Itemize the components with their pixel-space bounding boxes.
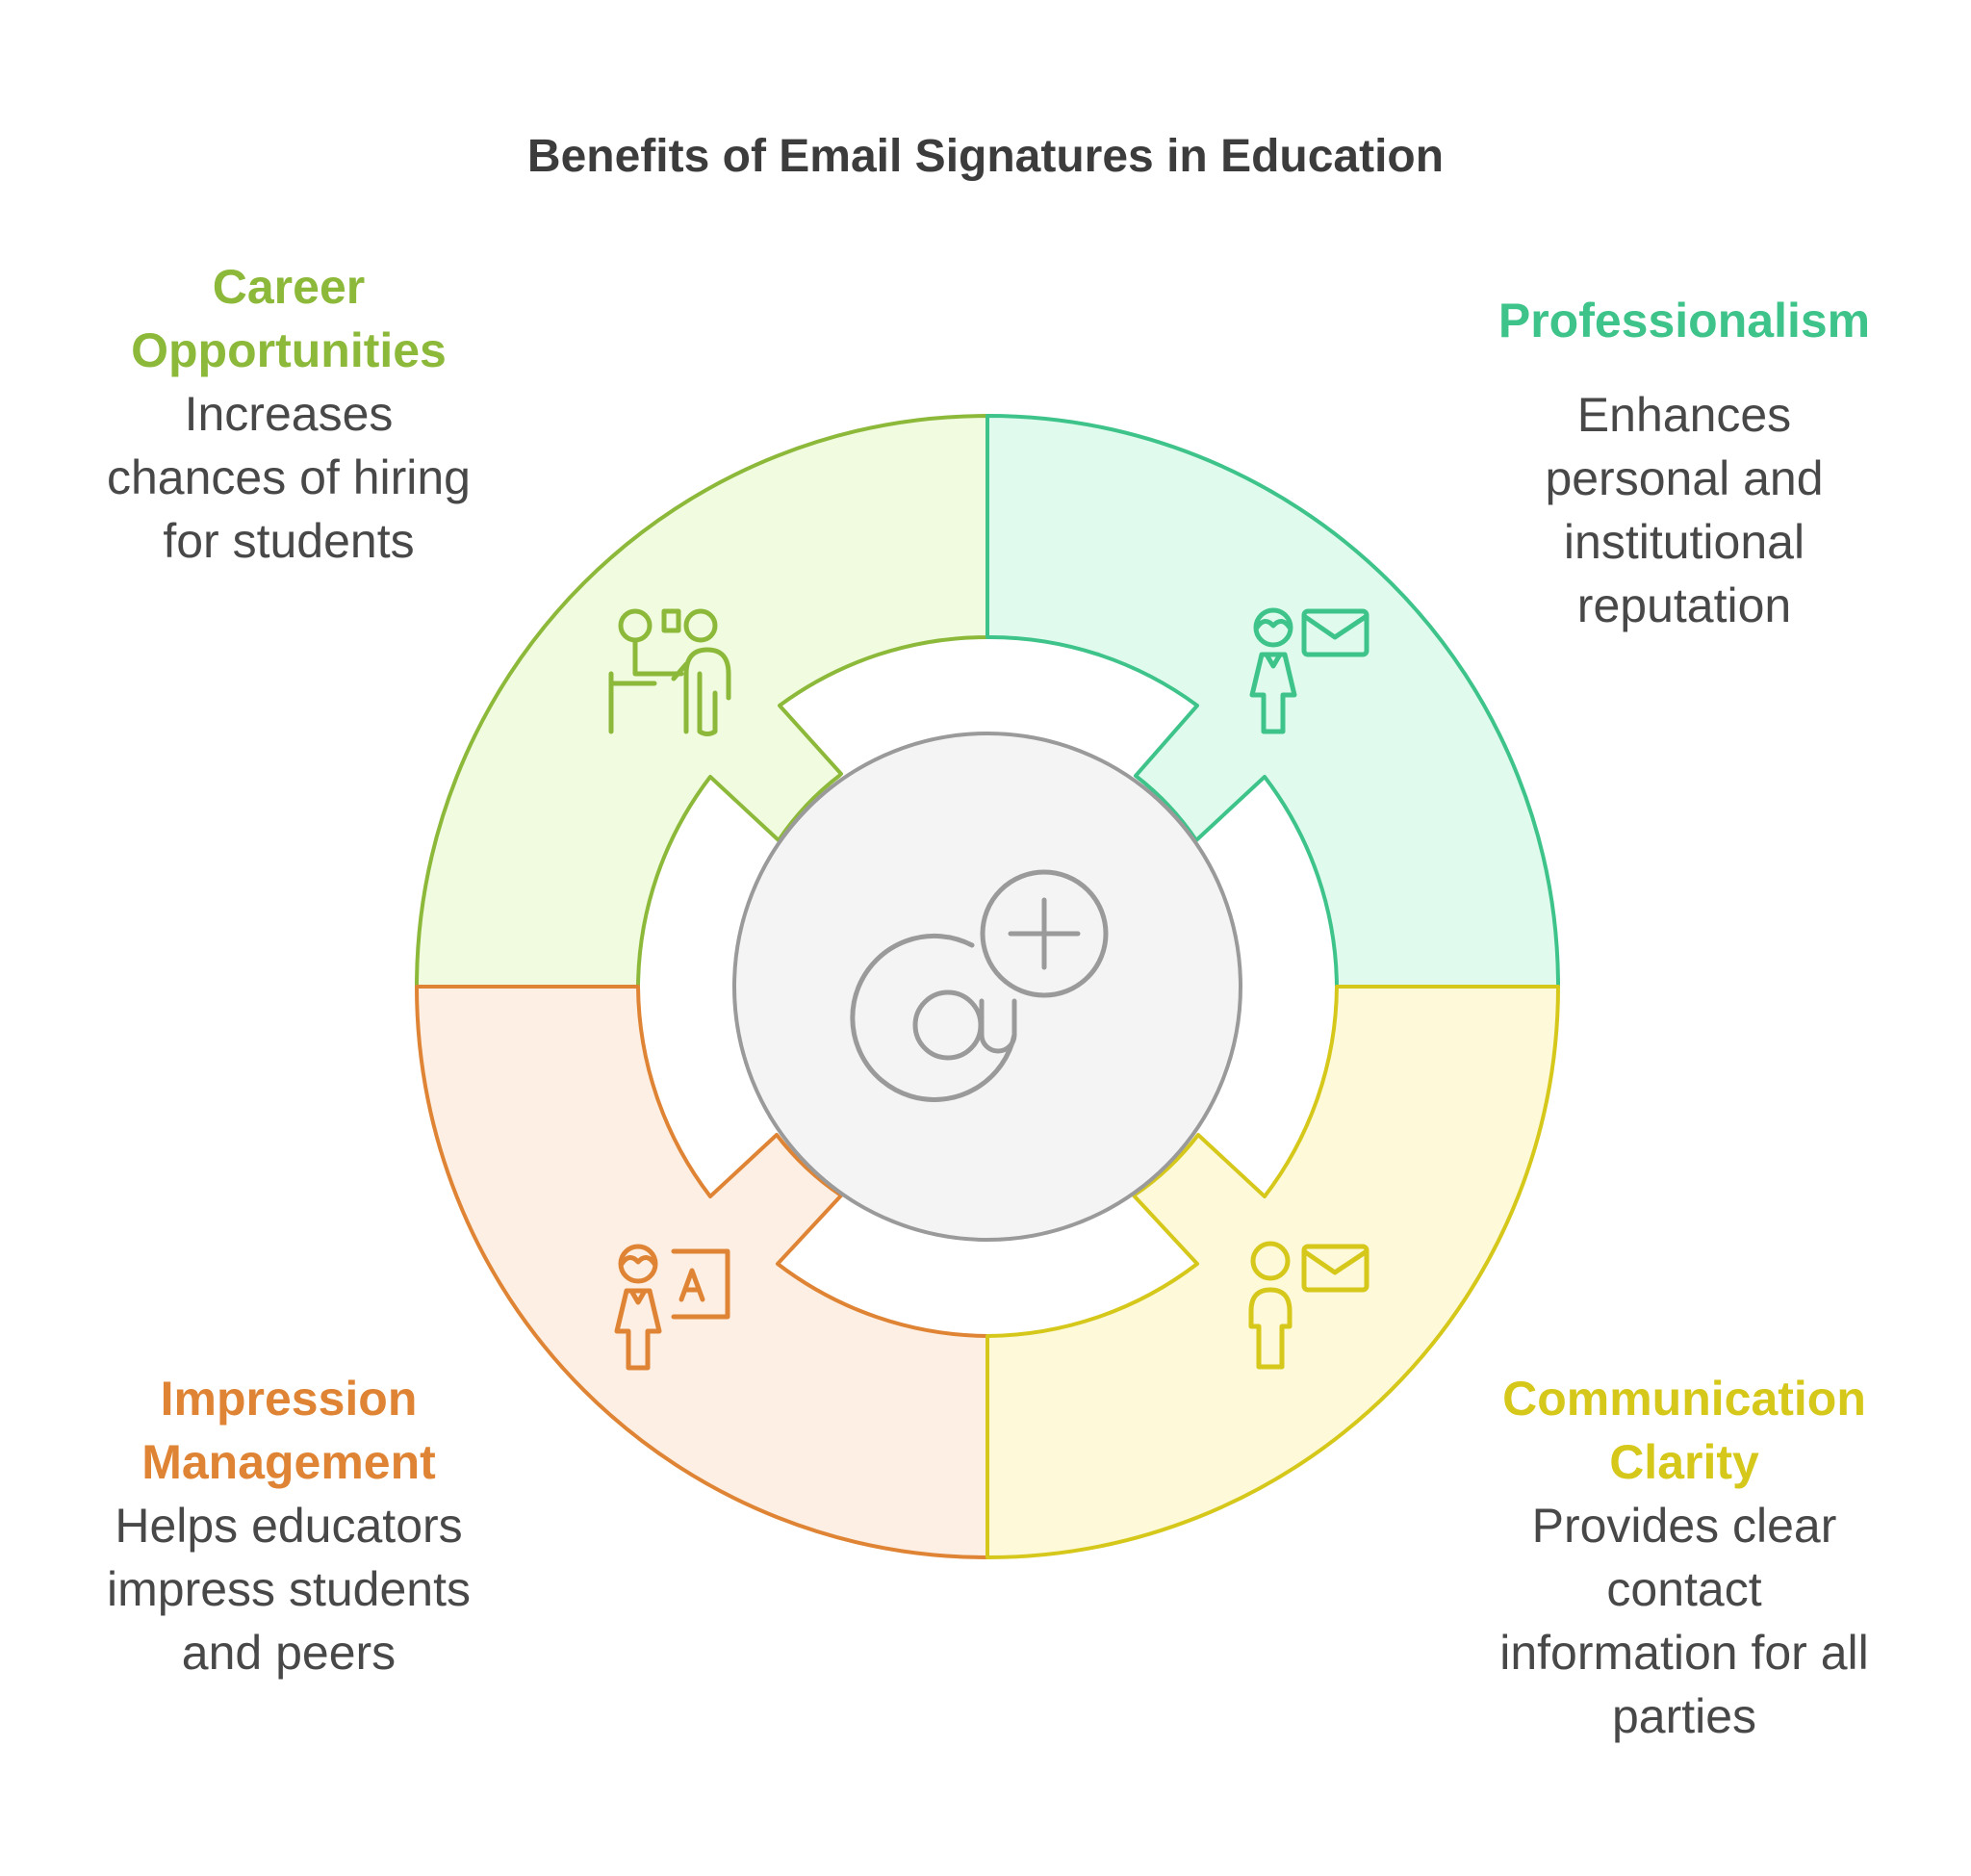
career-block: Career Opportunities Increases chances o… [58,255,520,573]
diagram-title: Benefits of Email Signatures in Educatio… [526,131,1445,182]
teacher-student-icon [608,608,731,736]
communication-description: Provides clear contact information for a… [1499,1499,1869,1743]
career-heading: Career Opportunities [131,260,447,377]
professionalism-description: Enhances personal and institutional repu… [1545,388,1824,632]
communication-block: Communication Clarity Provides clear con… [1453,1367,1915,1748]
at-plus-icon [850,869,1109,1102]
user-mail-icon [1248,1241,1369,1370]
career-description: Increases chances of hiring for students [106,387,471,568]
professionalism-block: Professionalism Enhances personal and in… [1453,289,1915,637]
impression-block: Impression Management Helps educators im… [58,1367,520,1684]
communication-heading: Communication Clarity [1502,1372,1866,1489]
impression-heading: Impression Management [141,1372,436,1489]
segment-communication [986,985,1560,1559]
professionalism-heading: Professionalism [1497,294,1871,347]
teacher-board-icon [614,1244,730,1371]
impression-description: Helps educators impress students and pee… [107,1499,471,1680]
center-circle [732,732,1242,1242]
person-mail-icon [1249,607,1369,734]
